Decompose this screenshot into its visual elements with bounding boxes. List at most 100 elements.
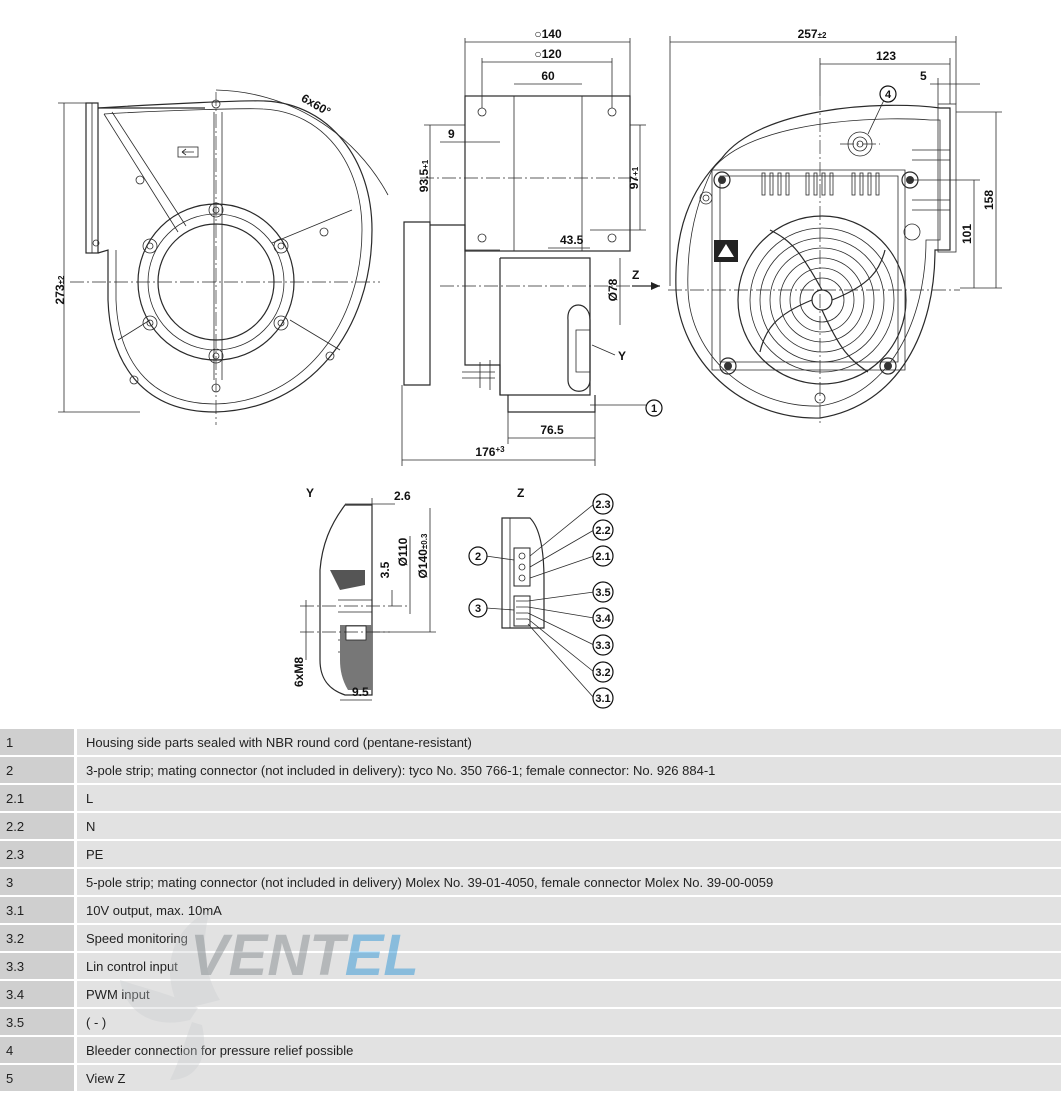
- legend-gap: [74, 869, 77, 895]
- dim-273: 273: [53, 284, 67, 304]
- dim-43-5: 43.5: [560, 233, 584, 247]
- detail-y-title: Y: [306, 486, 314, 500]
- legend-text: Bleeder connection for pressure relief p…: [77, 1037, 1061, 1063]
- svg-text:93.5+1: 93.5+1: [417, 159, 431, 192]
- dim-123: 123: [876, 49, 896, 63]
- side-view: ○140 ○120 60 9 93.5+1 97+1 43.5 Ø78 76.5…: [401, 27, 663, 466]
- legend-text: 10V output, max. 10mA: [77, 897, 1061, 923]
- legend-text: Housing side parts sealed with NBR round…: [77, 729, 1061, 755]
- callout-4: 4: [885, 89, 892, 101]
- callout-3-5: 3.5: [595, 587, 610, 599]
- svg-text:97+1: 97+1: [627, 166, 641, 189]
- legend-key: 3.3: [0, 953, 74, 979]
- dim-273-tol: ±2: [57, 275, 66, 284]
- label-y-marker: Y: [618, 349, 626, 363]
- legend-text: Speed monitoring: [77, 925, 1061, 951]
- legend-key: 4: [0, 1037, 74, 1063]
- legend-text: N: [77, 813, 1061, 839]
- dim-140-top: ○140: [534, 27, 562, 41]
- callout-2: 2: [475, 551, 481, 563]
- legend-key: 3.1: [0, 897, 74, 923]
- legend-gap: [74, 925, 77, 951]
- dim-257: 257: [798, 27, 818, 41]
- technical-drawing: 273±2 6x60° ○140 ○120: [53, 27, 1002, 709]
- legend-gap: [74, 841, 77, 867]
- dim-97-tol: +1: [631, 166, 640, 176]
- dim-97: 97: [627, 176, 641, 190]
- front-view: 273±2 6x60°: [53, 89, 389, 425]
- dim-9-5: 9.5: [352, 685, 369, 699]
- legend-gap: [74, 981, 77, 1007]
- legend-key: 2.1: [0, 785, 74, 811]
- callout-3: 3: [475, 603, 481, 615]
- dim-60: 60: [541, 69, 555, 83]
- detail-z-title: Z: [517, 486, 524, 500]
- dim-101: 101: [960, 224, 974, 244]
- legend-key: 2: [0, 757, 74, 783]
- dim-6x60: 6x60°: [299, 91, 333, 119]
- dim-93-5: 93.5: [417, 169, 431, 193]
- callout-1: 1: [651, 403, 657, 415]
- legend-gap: [74, 1065, 77, 1091]
- callout-2-1: 2.1: [595, 551, 610, 563]
- dim-140-bottom-tol: ±0.3: [420, 533, 429, 549]
- dim-110: Ø110: [396, 537, 410, 566]
- legend-key: 2.2: [0, 813, 74, 839]
- callout-2-3: 2.3: [595, 499, 610, 511]
- legend-key: 2.3: [0, 841, 74, 867]
- legend-text: PWM input: [77, 981, 1061, 1007]
- legend-gap: [74, 953, 77, 979]
- callout-3-2: 3.2: [595, 667, 610, 679]
- legend-text: 5-pole strip; mating connector (not incl…: [77, 869, 1061, 895]
- legend-key: 1: [0, 729, 74, 755]
- svg-text:176+3: 176+3: [475, 445, 505, 459]
- legend-text: View Z: [77, 1065, 1061, 1091]
- legend-key: 3.4: [0, 981, 74, 1007]
- legend-gap: [74, 1009, 77, 1035]
- legend-gap: [74, 729, 77, 755]
- legend-gap: [74, 1037, 77, 1063]
- legend-text: PE: [77, 841, 1061, 867]
- dim-9: 9: [448, 127, 455, 141]
- legend-gap: [74, 897, 77, 923]
- callout-3-1: 3.1: [595, 693, 610, 705]
- dim-257-tol: ±2: [818, 31, 827, 40]
- svg-text:257±2: 257±2: [798, 27, 827, 41]
- legend-gap: [74, 785, 77, 811]
- rear-view: 4 257±2 123 5 158 101: [668, 27, 1002, 425]
- legend-row: 3.5( - ): [0, 1009, 1061, 1035]
- legend-text: ( - ): [77, 1009, 1061, 1035]
- svg-text:Ø140±0.3: Ø140±0.3: [416, 533, 430, 578]
- dim-76-5: 76.5: [540, 423, 564, 437]
- dim-158: 158: [982, 190, 996, 210]
- legend-gap: [74, 813, 77, 839]
- dim-5: 5: [920, 69, 927, 83]
- dim-120: ○120: [534, 47, 562, 61]
- dim-78: Ø78: [606, 278, 620, 301]
- callout-3-3: 3.3: [595, 640, 610, 652]
- callout-2-2: 2.2: [595, 525, 610, 537]
- callout-3-4: 3.4: [595, 613, 611, 625]
- dim-176-tol: +3: [495, 445, 505, 454]
- dim-6xm8: 6xM8: [292, 657, 306, 687]
- legend-text: 3-pole strip; mating connector (not incl…: [77, 757, 1061, 783]
- dim-140-bottom: Ø140: [416, 549, 430, 579]
- detail-y: Y 2.6 3.5 Ø110 Ø140±0.3 6xM8 9.5: [292, 486, 436, 701]
- label-z-marker: Z: [632, 268, 639, 282]
- dim-176: 176: [475, 445, 495, 459]
- detail-z: Z 2 3 2.3 2.2 2.1 3.5: [468, 486, 614, 709]
- dim-3-5: 3.5: [378, 561, 392, 578]
- dim-2-6: 2.6: [394, 489, 411, 503]
- legend-key: 5: [0, 1065, 74, 1091]
